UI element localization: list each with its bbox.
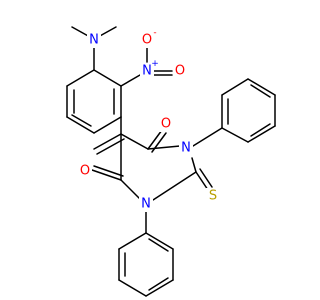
- bond-18: [96, 138, 125, 155]
- bond-29: [195, 171, 209, 191]
- pyrimidine-ring-heteroatoms: O O N N S: [78, 116, 220, 212]
- bond-28: [93, 165, 124, 177]
- nitro-n-charge: +: [151, 59, 159, 69]
- nitro-group: N + O - O: [140, 28, 187, 79]
- bond-50: [148, 238, 169, 252]
- bond-22: [152, 171, 197, 201]
- atom-n1-ring: N: [181, 141, 191, 156]
- bond-3: [93, 69, 122, 87]
- bond-6: [66, 116, 95, 134]
- bond-23: [120, 179, 142, 201]
- atom-o-carbonyl-upper: O: [161, 117, 171, 132]
- atom-o-carbonyl-lower: O: [80, 164, 90, 179]
- chemical-structure-diagram: N N + O - O O O N N S: [66, 26, 276, 297]
- atom-n3-ring: N: [141, 197, 151, 212]
- atom-s-thione: S: [209, 189, 217, 204]
- bond-8: [66, 69, 95, 87]
- bond-39: [250, 123, 271, 137]
- bond-47: [145, 232, 174, 250]
- amine-n-group: N: [87, 32, 101, 48]
- bond-31: [192, 127, 223, 147]
- bond-20: [147, 145, 181, 150]
- bond-32: [221, 127, 249, 143]
- atom-n-amine: N: [89, 33, 99, 48]
- bond-35: [247, 78, 276, 96]
- bond-21: [191, 157, 197, 173]
- bond-19: [120, 133, 149, 150]
- bond-27: [91, 169, 122, 181]
- bond-26: [151, 132, 167, 153]
- bond-12: [120, 74, 141, 87]
- bond-11: [71, 114, 92, 127]
- bond-40: [250, 84, 271, 98]
- bond-45: [145, 279, 174, 297]
- bond-30: [199, 168, 213, 188]
- bond-25: [147, 129, 163, 150]
- bond-42: [118, 232, 147, 250]
- atom-o-nitro-right: O: [175, 64, 185, 79]
- bond-36: [221, 78, 249, 96]
- bond-33: [247, 125, 276, 143]
- atom-n-nitro: N: [142, 64, 152, 79]
- bond-17: [93, 133, 122, 150]
- bond-5: [93, 116, 122, 134]
- nitro-o-charge: -: [153, 28, 156, 38]
- atom-o-nitro-top: O: [142, 33, 152, 48]
- bond-44: [118, 279, 147, 297]
- bond-layer: [66, 26, 276, 297]
- bond-49: [148, 277, 169, 291]
